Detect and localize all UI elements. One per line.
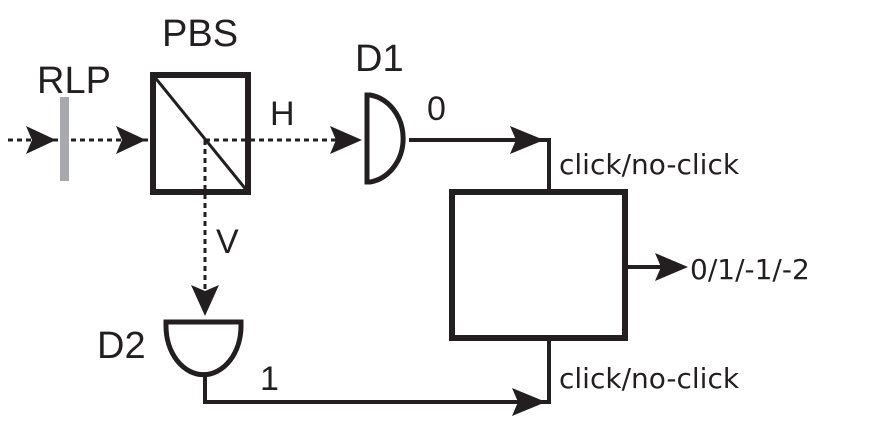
input-arrow-2 (116, 126, 146, 154)
rlp-plate (60, 97, 69, 181)
pbs-diagonal (151, 74, 250, 193)
d2-label: D2 (97, 325, 146, 367)
logic-box (449, 189, 628, 341)
d1-label: D1 (355, 38, 404, 80)
click-label-bottom: click/no-click (559, 362, 740, 395)
h-label: H (270, 95, 295, 133)
one-label: 1 (260, 360, 279, 398)
output-arrow (655, 253, 688, 281)
signal-arrow-1 (512, 388, 546, 416)
signal-arrow-0 (510, 126, 544, 154)
click-label-top: click/no-click (559, 148, 740, 181)
rlp-label: RLP (37, 60, 111, 102)
pbs-label: PBS (162, 13, 238, 55)
d2-detector (163, 319, 244, 378)
v-arrow (191, 285, 219, 316)
signal-line-1 (203, 340, 551, 404)
h-arrow (330, 126, 362, 154)
output-label: 0/1/-1/-2 (690, 253, 810, 286)
zero-label: 0 (427, 90, 446, 128)
signal-line-0 (409, 138, 551, 192)
input-arrow-1 (26, 126, 56, 154)
v-label: V (216, 223, 239, 261)
d1-detector (364, 92, 406, 185)
